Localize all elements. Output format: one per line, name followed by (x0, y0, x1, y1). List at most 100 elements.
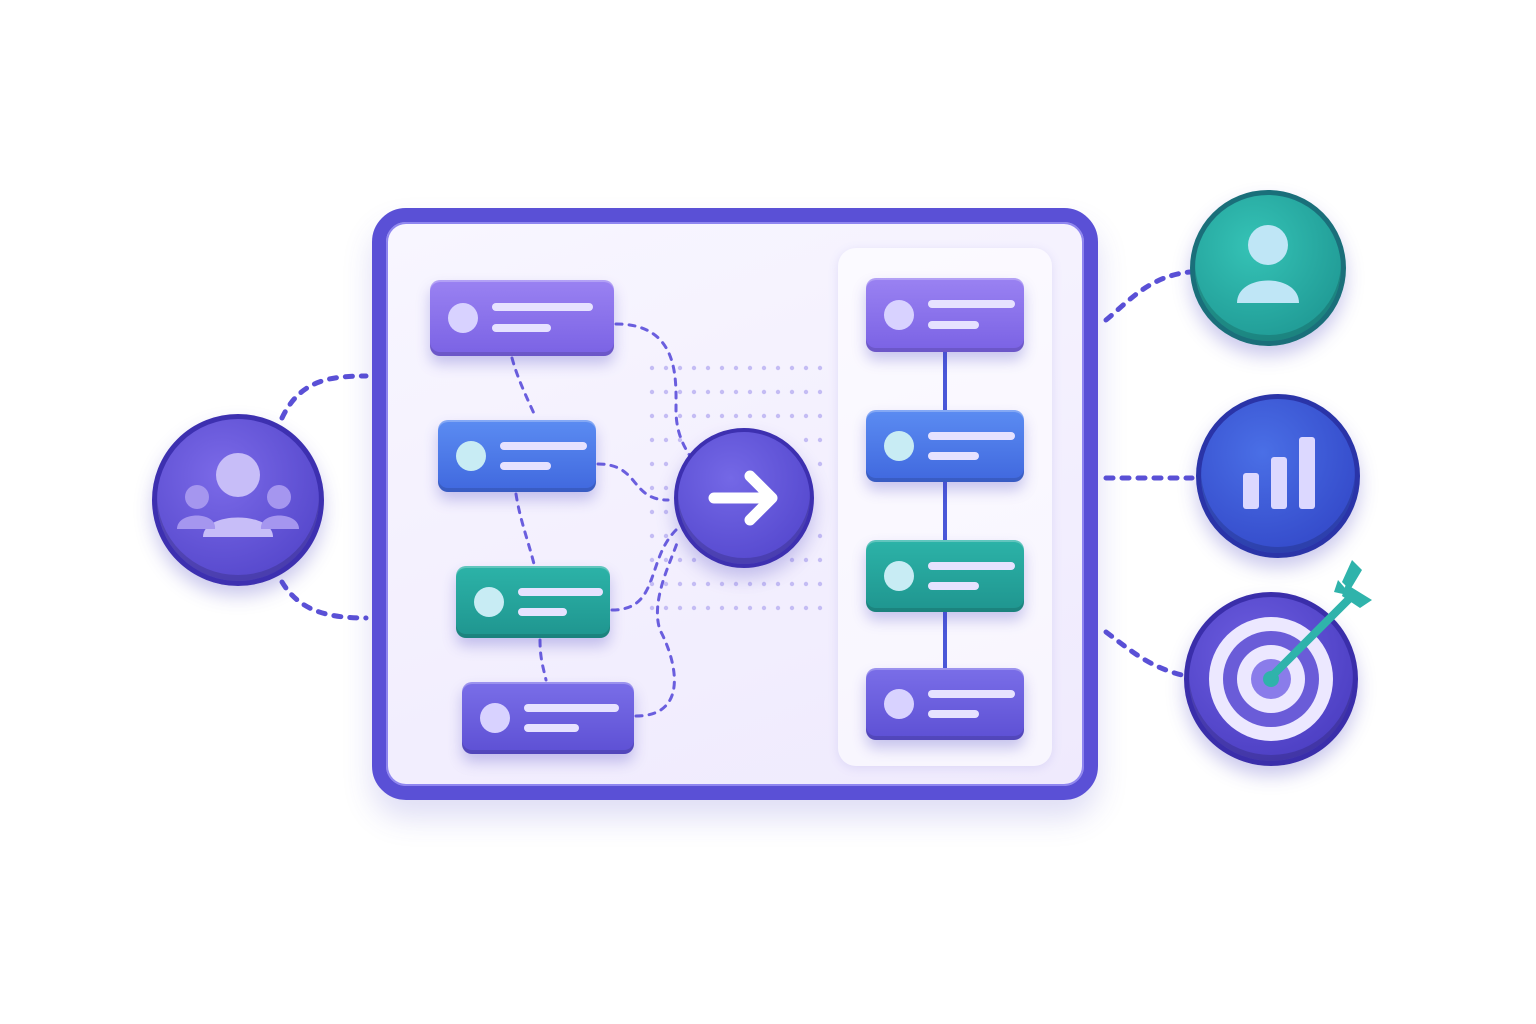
grid-dot (747, 389, 753, 395)
grid-dot (817, 365, 823, 371)
grid-dot (719, 605, 725, 611)
grid-dot (747, 581, 753, 587)
bar-chart-icon (1243, 437, 1315, 509)
grid-dot (663, 365, 669, 371)
card-avatar (884, 561, 914, 591)
grid-dot (747, 413, 753, 419)
left-card-1[interactable] (430, 280, 614, 356)
grid-dot (649, 437, 655, 443)
users-group-icon (177, 453, 299, 537)
grid-dot (775, 365, 781, 371)
grid-dot (663, 533, 669, 539)
grid-dot (775, 605, 781, 611)
dot-grid-inner (649, 365, 823, 611)
grid-dot (705, 365, 711, 371)
left-card-3[interactable] (456, 566, 610, 638)
flow-path-c (596, 462, 670, 502)
grid-dot (803, 605, 809, 611)
grid-dot (761, 581, 767, 587)
left-card-4[interactable] (462, 682, 634, 754)
grid-dot (677, 413, 683, 419)
grid-dot (677, 581, 683, 587)
grid-dot (719, 581, 725, 587)
card-text-line (524, 703, 619, 712)
grid-dot (649, 605, 655, 611)
card-text-line (518, 587, 603, 596)
grid-dot (761, 389, 767, 395)
grid-dot (691, 413, 697, 419)
grid-dot (817, 389, 823, 395)
card-avatar (480, 703, 510, 733)
grid-dot (663, 557, 669, 563)
card-text-line (928, 561, 1015, 570)
grid-dot (649, 533, 655, 539)
grid-dot (691, 605, 697, 611)
grid-dot (747, 605, 753, 611)
card-avatar (884, 300, 914, 330)
analytics-circle[interactable] (1196, 394, 1360, 558)
target-icon (1209, 617, 1333, 741)
grid-dot (817, 437, 823, 443)
target-circle[interactable] (1184, 592, 1358, 766)
grid-dot (775, 389, 781, 395)
grid-dot (789, 413, 795, 419)
grid-dot (663, 437, 669, 443)
card-avatar (474, 587, 504, 617)
grid-dot (803, 581, 809, 587)
right-card-2[interactable] (866, 410, 1024, 482)
grid-dot (691, 557, 697, 563)
grid-dot (817, 557, 823, 563)
grid-dot (649, 509, 655, 515)
grid-dot (817, 461, 823, 467)
grid-dot (705, 413, 711, 419)
right-card-3[interactable] (866, 540, 1024, 612)
process-arrow-button[interactable] (674, 428, 814, 568)
grid-dot (817, 605, 823, 611)
grid-dot (803, 557, 809, 563)
grid-dot (719, 365, 725, 371)
grid-dot (817, 533, 823, 539)
grid-dot (691, 365, 697, 371)
grid-dot (817, 413, 823, 419)
grid-dot (803, 389, 809, 395)
connector-right-bottom (1103, 629, 1189, 679)
grid-dot (803, 365, 809, 371)
right-card-4[interactable] (866, 668, 1024, 740)
grid-dot (803, 437, 809, 443)
card-text-line (928, 431, 1015, 440)
user-circle[interactable] (1190, 190, 1346, 346)
grid-dot (789, 581, 795, 587)
card-text-line (500, 461, 551, 470)
grid-dot (663, 581, 669, 587)
grid-dot (649, 557, 655, 563)
grid-dot (789, 365, 795, 371)
grid-dot (663, 485, 669, 491)
grid-dot (733, 365, 739, 371)
grid-dot (719, 389, 725, 395)
right-card-1[interactable] (866, 278, 1024, 352)
card-avatar (884, 431, 914, 461)
grid-dot (649, 485, 655, 491)
flow-path-d (514, 492, 536, 566)
left-card-2[interactable] (438, 420, 596, 492)
grid-dot (803, 413, 809, 419)
grid-dot (677, 557, 683, 563)
card-text-line (928, 709, 979, 718)
grid-dot (733, 389, 739, 395)
connector-right-top (1103, 269, 1193, 323)
users-group-circle[interactable] (152, 414, 324, 586)
grid-dot (691, 581, 697, 587)
grid-dot (649, 581, 655, 587)
grid-dot (663, 389, 669, 395)
grid-dot (663, 605, 669, 611)
grid-dot (733, 581, 739, 587)
grid-dot (705, 605, 711, 611)
grid-dot (761, 605, 767, 611)
grid-dot (663, 509, 669, 515)
card-text-line (928, 320, 979, 329)
grid-dot (733, 413, 739, 419)
grid-dot (789, 557, 795, 563)
flow-path-f (538, 638, 548, 682)
grid-dot (775, 581, 781, 587)
